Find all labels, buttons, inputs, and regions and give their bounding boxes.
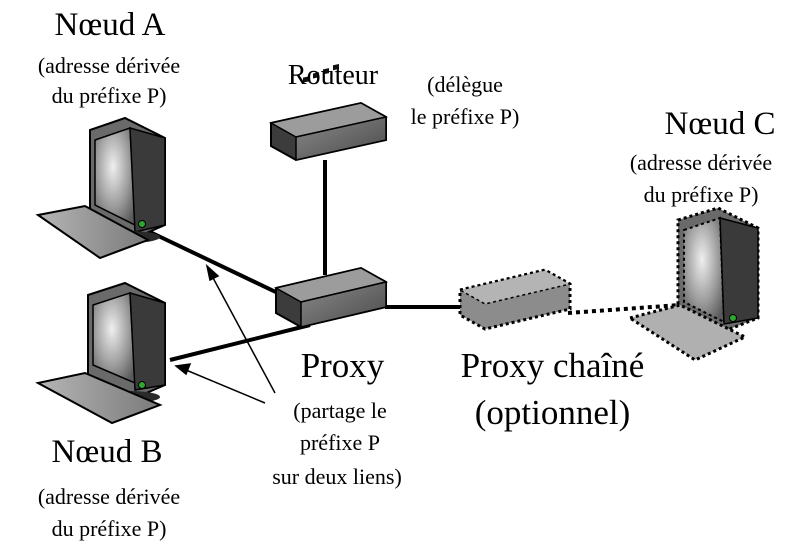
proxy-note-line1: (partage le — [293, 398, 387, 423]
arrow-head-a — [205, 263, 220, 282]
links — [149, 160, 681, 362]
node-a-note-line1: (adresse dérivée — [37, 53, 181, 78]
node-c-note-line2: du préfixe P) — [643, 182, 759, 207]
arrow-to-link-a — [211, 275, 276, 394]
chained-proxy-device — [457, 268, 573, 331]
node-a-computer — [35, 116, 166, 260]
router-note-line2: le préfixe P) — [410, 104, 520, 129]
proxy-note-line3: sur deux liens) — [272, 464, 402, 489]
node-b-title: Nœud B — [51, 434, 163, 470]
router-note-line1: (délègue — [427, 72, 503, 97]
node-b-note-line1: (adresse dérivée — [37, 484, 181, 509]
proxy-title: Proxy — [300, 346, 385, 385]
router-device — [268, 63, 389, 162]
annotation-arrows — [174, 263, 276, 404]
chained-proxy-title: Proxy chaîné — [460, 346, 645, 385]
node-c-note-line1: (adresse dérivée — [629, 150, 773, 175]
node-c-computer — [626, 206, 760, 362]
arrow-head-b — [174, 363, 192, 376]
arrow-to-link-b — [185, 369, 266, 404]
node-a-title: Nœud A — [54, 7, 166, 43]
chained-proxy-optional: (optionnel) — [474, 393, 631, 432]
node-b-computer — [35, 281, 166, 425]
proxy-device — [273, 266, 389, 329]
proxy-note-line2: préfixe P — [299, 430, 381, 455]
node-c-title: Nœud C — [664, 106, 776, 142]
link-chained-nodeC — [567, 303, 681, 315]
link-nodeA-proxy — [149, 230, 283, 297]
link-nodeB-proxy — [169, 323, 311, 362]
node-b-note-line2: du préfixe P) — [51, 516, 167, 541]
node-a-note-line2: du préfixe P) — [51, 83, 167, 108]
router-title: Routeur — [287, 60, 379, 91]
